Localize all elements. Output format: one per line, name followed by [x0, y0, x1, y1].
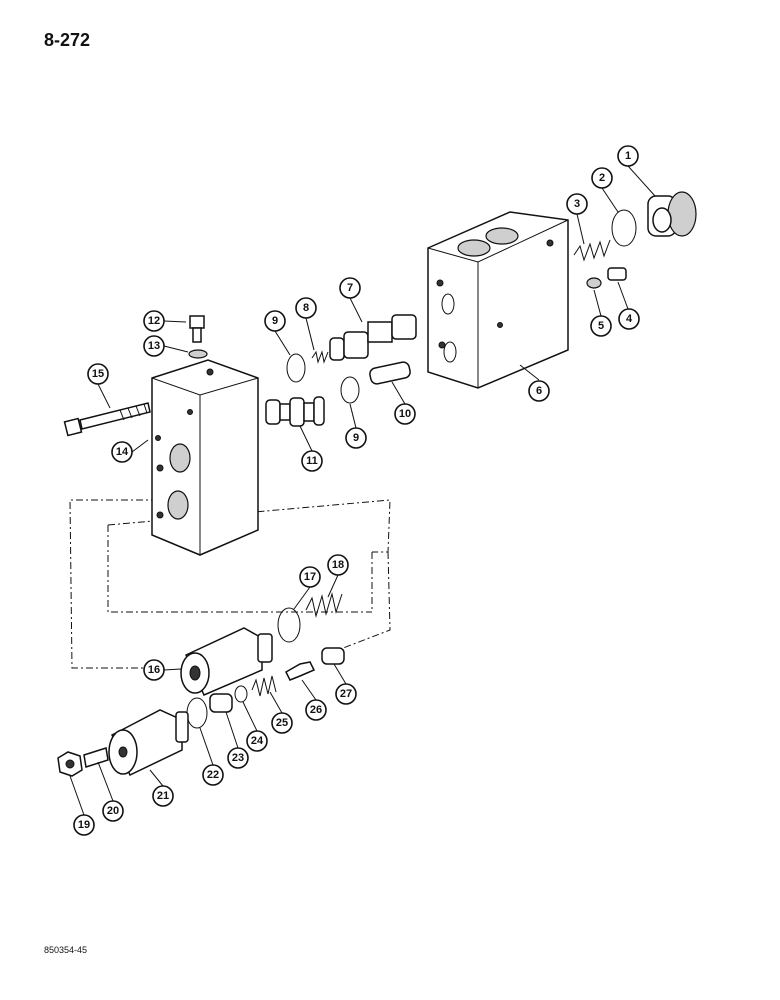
plug — [647, 191, 697, 237]
callout-27-label: 27 — [340, 688, 352, 700]
callout-16: 16 — [143, 659, 165, 681]
callout-17-label: 17 — [304, 571, 316, 583]
callout-22-label: 22 — [207, 769, 219, 781]
callout-12: 12 — [143, 310, 165, 332]
leader-lines — [69, 165, 656, 816]
figure-code: 850354-45 — [44, 945, 88, 955]
callout-12-label: 12 — [148, 315, 160, 327]
callout-1: 1 — [617, 145, 639, 167]
o-ring-lower — [340, 376, 360, 404]
callout-9a: 9 — [264, 310, 286, 332]
callout-2: 2 — [591, 167, 613, 189]
jam-nut-and-set-screw — [57, 747, 109, 777]
o-ring — [611, 209, 637, 247]
callout-14-label: 14 — [116, 446, 129, 458]
callout-20: 20 — [102, 800, 124, 822]
callout-9b: 9 — [345, 427, 367, 449]
spool-assembly — [329, 314, 417, 361]
small-plug-and-washer — [586, 267, 627, 289]
callout-4-label: 4 — [626, 313, 633, 325]
callout-18-label: 18 — [332, 559, 344, 571]
callout-26: 26 — [305, 699, 327, 721]
callout-4: 4 — [618, 308, 640, 330]
callout-1-label: 1 — [625, 150, 631, 162]
callout-10-label: 10 — [399, 408, 411, 420]
callout-14: 14 — [111, 441, 133, 463]
callout-21: 21 — [152, 785, 174, 807]
callout-19: 19 — [73, 814, 95, 836]
callout-25-label: 25 — [276, 717, 288, 729]
callout-13: 13 — [143, 335, 165, 357]
callout-2-label: 2 — [599, 172, 605, 184]
callout-7: 7 — [339, 277, 361, 299]
callout-15: 15 — [87, 363, 109, 385]
spool — [265, 396, 325, 427]
cartridge-body — [180, 627, 273, 696]
callout-23-label: 23 — [232, 752, 244, 764]
callout-3: 3 — [566, 193, 588, 215]
callout-23: 23 — [227, 747, 249, 769]
callout-16-label: 16 — [148, 664, 160, 676]
callout-22: 22 — [202, 764, 224, 786]
callout-17: 17 — [299, 566, 321, 588]
callout-20-label: 20 — [107, 805, 119, 817]
callout-27: 27 — [335, 683, 357, 705]
callout-3-label: 3 — [574, 198, 580, 210]
callout-19-label: 19 — [78, 819, 90, 831]
callout-26-label: 26 — [310, 704, 322, 716]
o-ring-upper — [286, 353, 306, 383]
callout-8: 8 — [295, 297, 317, 319]
spring — [573, 239, 611, 262]
callout-6: 6 — [528, 380, 550, 402]
cap — [108, 709, 189, 777]
o-ring-17 — [277, 607, 301, 643]
callout-13-label: 13 — [148, 340, 160, 352]
callout-10: 10 — [394, 403, 416, 425]
callout-11: 11 — [301, 450, 323, 472]
callout-24-label: 24 — [251, 735, 264, 747]
callout-11-label: 11 — [306, 455, 318, 467]
callout-24: 24 — [246, 730, 268, 752]
callout-9a-label: 9 — [272, 315, 278, 327]
valve-housing — [427, 211, 569, 389]
plunger — [369, 361, 411, 385]
callout-5: 5 — [590, 315, 612, 337]
callout-18: 18 — [327, 554, 349, 576]
callout-5-label: 5 — [598, 320, 604, 332]
long-bolt — [63, 402, 151, 437]
body-block — [151, 359, 259, 556]
callout-6-label: 6 — [536, 385, 542, 397]
callout-15-label: 15 — [92, 368, 104, 380]
o-ring-22 — [186, 697, 208, 729]
callout-25: 25 — [271, 712, 293, 734]
page-number: 8-272 — [44, 30, 91, 50]
callout-8-label: 8 — [303, 302, 309, 314]
poppet-parts — [209, 647, 345, 713]
small-spring — [311, 350, 329, 364]
callout-9b-label: 9 — [353, 432, 359, 444]
callout-21-label: 21 — [157, 790, 169, 802]
callout-7-label: 7 — [347, 282, 353, 294]
capscrew — [188, 315, 208, 359]
spring-18 — [305, 592, 343, 618]
